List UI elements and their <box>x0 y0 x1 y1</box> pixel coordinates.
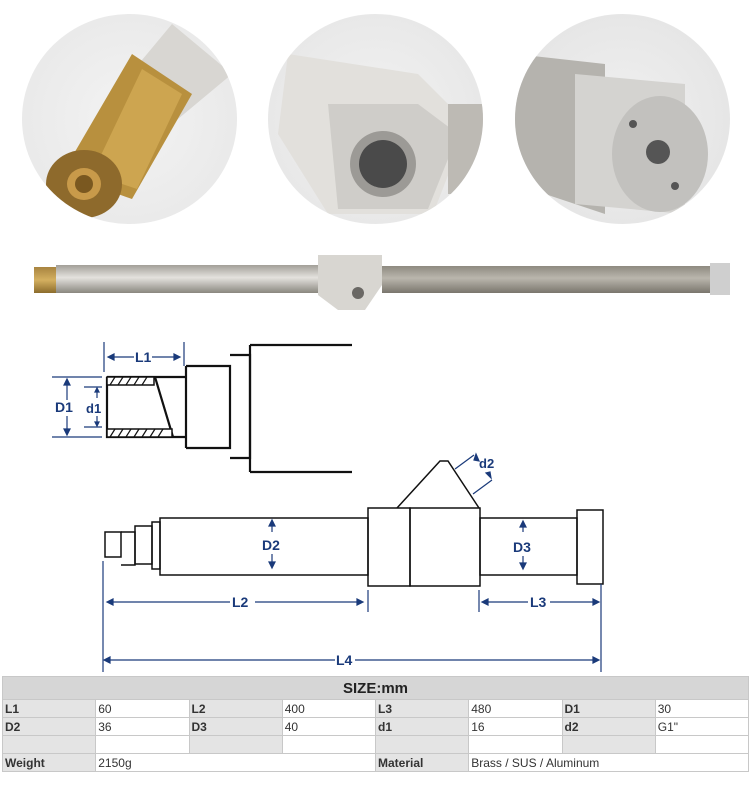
spec-label <box>374 735 470 754</box>
spec-value: 400 <box>281 699 377 718</box>
end-cap-photo <box>515 14 730 224</box>
spec-label: L2 <box>188 699 283 718</box>
table-row: D2 36 D3 40 d1 16 d2 G1" <box>1 717 750 736</box>
table-row-empty <box>1 735 750 754</box>
label-L2: L2 <box>232 594 249 610</box>
spec-label: d1 <box>374 717 470 736</box>
spec-label: D1 <box>561 699 656 718</box>
label-L1: L1 <box>135 349 152 365</box>
material-label: Material <box>374 753 470 772</box>
spec-value: 30 <box>654 699 750 718</box>
spec-value <box>281 735 377 754</box>
table-header-row: SIZE:mm <box>2 676 749 700</box>
brass-collet-photo <box>22 14 237 224</box>
spec-value: 60 <box>95 699 190 718</box>
table-title: SIZE:mm <box>2 676 749 700</box>
spec-value: 40 <box>281 717 377 736</box>
spec-value: 16 <box>468 717 563 736</box>
spec-label: L1 <box>1 699 97 718</box>
threaded-port-icon <box>278 54 483 214</box>
spec-label <box>561 735 656 754</box>
assembly-dimension-diagram: D2 D3 d2 L2 L3 L4 <box>90 440 700 672</box>
label-L3: L3 <box>530 594 547 610</box>
spray-bar-assembly-icon <box>34 255 730 310</box>
label-D1: D1 <box>55 399 73 415</box>
weight-value: 2150g <box>95 753 376 772</box>
brass-nozzle-icon <box>46 24 232 218</box>
tee-block-photo <box>268 14 483 224</box>
spec-value: 480 <box>468 699 563 718</box>
size-spec-table: SIZE:mm L1 60 L2 400 L3 480 D1 30 D2 36 … <box>1 676 750 772</box>
table-row: L1 60 L2 400 L3 480 D1 30 <box>1 699 750 718</box>
label-d2: d2 <box>479 456 494 471</box>
spec-label: D2 <box>1 717 97 736</box>
spec-label: d2 <box>561 717 656 736</box>
full-assembly-photo <box>0 245 750 325</box>
label-d1: d1 <box>86 401 101 416</box>
spec-value: G1" <box>654 717 750 736</box>
label-L4: L4 <box>336 652 353 668</box>
spec-label <box>188 735 283 754</box>
spec-value <box>95 735 190 754</box>
spec-label <box>1 735 97 754</box>
material-value: Brass / SUS / Aluminum <box>468 753 749 772</box>
spec-value <box>654 735 750 754</box>
end-cap-icon <box>515 54 708 214</box>
spec-value <box>468 735 563 754</box>
nozzle-detail-diagram: L1 D1 d1 <box>0 330 380 480</box>
label-D3: D3 <box>513 539 531 555</box>
spec-value: 36 <box>95 717 190 736</box>
spec-label: L3 <box>374 699 470 718</box>
spec-label: D3 <box>188 717 283 736</box>
label-D2: D2 <box>262 537 280 553</box>
table-footer-row: Weight 2150g Material Brass / SUS / Alum… <box>1 753 749 772</box>
weight-label: Weight <box>1 753 97 772</box>
